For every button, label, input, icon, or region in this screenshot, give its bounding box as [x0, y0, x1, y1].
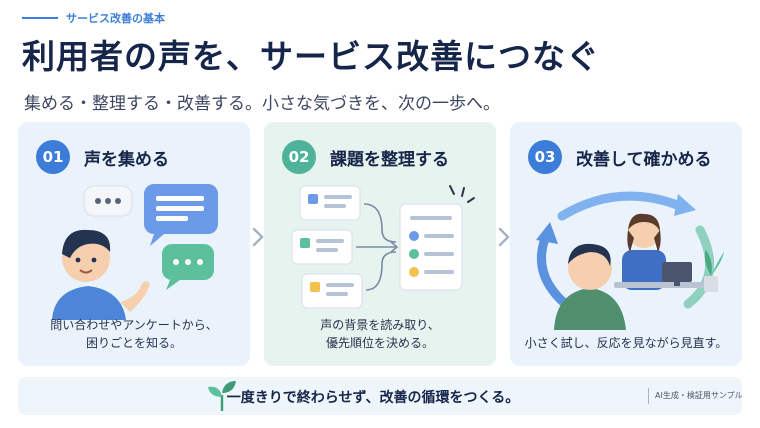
- plant-icon: [704, 250, 724, 292]
- staff-icon: [622, 213, 666, 290]
- step-number: 01: [36, 140, 70, 174]
- person-icon: [554, 243, 626, 330]
- organize-illustration: [291, 185, 475, 309]
- note-card-icon: [291, 229, 353, 265]
- card-body-line: 問い合わせやアンケートから、: [50, 318, 218, 332]
- checklist-icon: [399, 203, 463, 291]
- chat-bubble-icon: [83, 185, 133, 217]
- collect-illustration: [52, 184, 218, 320]
- step-card-improve: 03 改善して確かめる: [510, 122, 742, 366]
- eyebrow-text: サービス改善の基本: [66, 12, 165, 25]
- page-title: 利用者の声を、サービス改善につなぐ: [22, 37, 600, 76]
- chat-bubble-icon: [162, 244, 214, 290]
- monitor-icon: [662, 262, 692, 286]
- card-body-line: 優先順位を決める。: [325, 336, 434, 350]
- eyebrow-line: [22, 17, 58, 19]
- footer-divider: [648, 388, 649, 404]
- step-card-collect: 01 声を集める 問い合わせやアンケートから、: [18, 122, 250, 366]
- chat-bubble-icon: [144, 184, 218, 246]
- cycle-arrow-head: [674, 194, 696, 216]
- card-head: 02 課題を整理する: [282, 140, 449, 174]
- chevron-right-icon: [498, 227, 510, 247]
- card-title: 改善して確かめる: [576, 149, 712, 170]
- card-body-line: 声の背景を読み取り、: [320, 318, 440, 332]
- card-title: 課題を整理する: [330, 149, 449, 170]
- card-body-line: 困りごとを知る。: [85, 336, 182, 350]
- step-card-organize: 02 課題を整理する: [264, 122, 496, 366]
- card-head: 03 改善して確かめる: [528, 140, 712, 174]
- sprout-icon: [208, 381, 236, 411]
- card-body: 声の背景を読み取り、 優先順位を決める。: [264, 316, 496, 352]
- note-card-icon: [301, 273, 363, 309]
- footer-message: 一度きりで終わらせず、改善の循環をつくる。: [226, 390, 520, 406]
- step-number: 02: [282, 140, 316, 174]
- card-body: 問い合わせやアンケートから、 困りごとを知る。: [18, 316, 250, 352]
- spark-lines: [449, 185, 475, 203]
- improve-illustration: [536, 191, 724, 330]
- card-body-line: 小さく試し、反応を見ながら見直す。: [524, 336, 728, 350]
- card-title: 声を集める: [84, 149, 169, 170]
- card-body: 小さく試し、反応を見ながら見直す。: [510, 334, 742, 352]
- cycle-arrow-head: [536, 222, 558, 244]
- footer-note: AI生成・検証用サンプル: [655, 391, 743, 400]
- counter-desk: [614, 282, 706, 288]
- footer-banner: 一度きりで終わらせず、改善の循環をつくる。 AI生成・検証用サンプル: [18, 377, 743, 415]
- page-subtitle: 集める・整理する・改善する。小さな気づきを、次の一歩へ。: [24, 94, 500, 114]
- flow-arrows: [356, 203, 399, 291]
- chevron-right-icon: [252, 227, 264, 247]
- card-head: 01 声を集める: [36, 140, 169, 174]
- person-icon: [52, 229, 150, 320]
- note-card-icon: [299, 185, 361, 221]
- eyebrow: サービス改善の基本: [22, 10, 165, 26]
- step-number: 03: [528, 140, 562, 174]
